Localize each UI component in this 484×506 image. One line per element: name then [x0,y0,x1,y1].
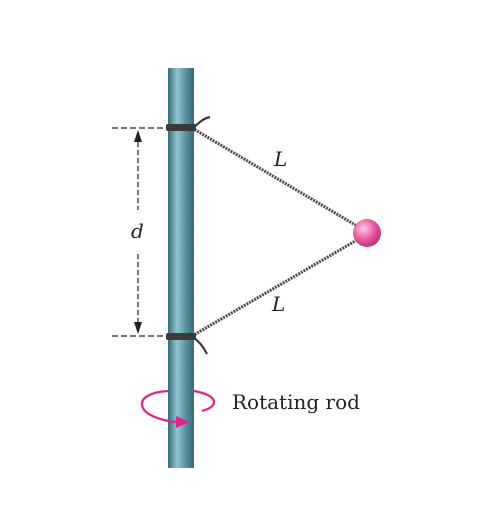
upper-string [191,126,358,228]
rod-caption: Rotating rod [232,390,360,414]
label-lower-L: L [271,292,285,316]
upper-knot [166,115,211,131]
label-d: d [131,219,144,243]
strings [191,126,358,338]
lower-knot [166,333,208,355]
dimension-d [112,127,166,337]
ball [353,219,381,247]
label-upper-L: L [273,147,287,171]
rod [168,68,194,468]
curved-rotation-arrow-icon [140,389,216,428]
arrowhead-down-icon [134,322,142,334]
lower-string [191,238,358,338]
arrowhead-up-icon [134,130,142,142]
